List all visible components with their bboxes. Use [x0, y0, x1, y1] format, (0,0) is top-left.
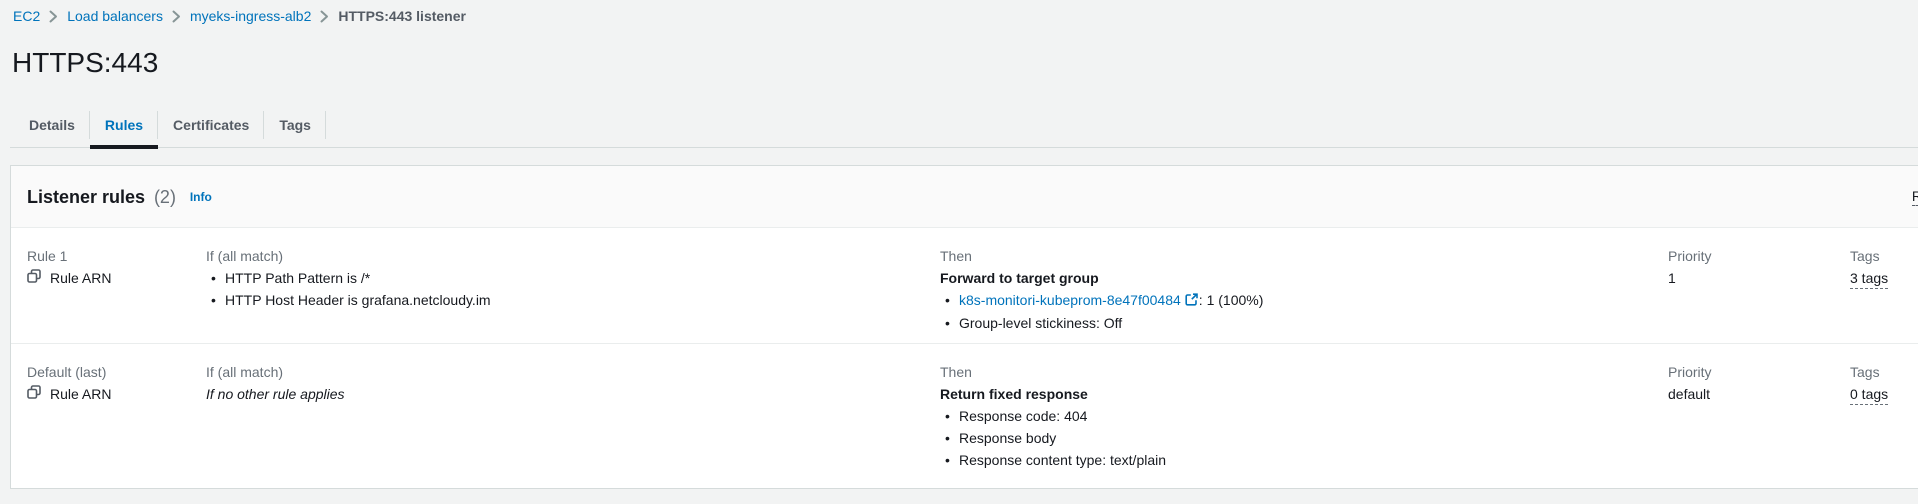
response-item: Response body [940, 427, 1668, 449]
priority-value: default [1668, 386, 1711, 402]
rule-row-default: Default (last) Rule ARN If (all match) I… [11, 344, 1918, 480]
then-label: Then [940, 364, 972, 380]
cutoff-action-button[interactable]: R [1911, 188, 1918, 206]
tab-tags[interactable]: Tags [264, 107, 326, 147]
tags-popover-trigger[interactable]: 3 tags [1850, 269, 1889, 289]
breadcrumb-link-alb[interactable]: myeks-ingress-alb2 [189, 8, 312, 24]
response-item: Response content type: text/plain [940, 449, 1668, 471]
rule-arn-label: Rule ARN [50, 270, 112, 286]
rule-tags-cell: Tags 0 tags [1850, 361, 1918, 471]
rule-tags-cell: Tags 3 tags [1850, 245, 1918, 334]
rule-if-cell: If (all match) HTTP Path Pattern is /* H… [206, 245, 940, 334]
copy-rule-arn-button[interactable]: Rule ARN [27, 267, 206, 289]
breadcrumb: EC2 Load balancers myeks-ingress-alb2 HT… [0, 0, 1918, 24]
rule-name-cell: Default (last) Rule ARN [27, 361, 206, 471]
external-link-icon [1185, 293, 1198, 309]
priority-label: Priority [1668, 248, 1712, 264]
chevron-right-icon [49, 10, 58, 23]
rule-then-cell: Then Return fixed response Response code… [940, 361, 1668, 471]
listener-rules-panel: Listener rules (2) Info R Rule 1 Rule AR… [10, 165, 1918, 489]
priority-label: Priority [1668, 364, 1712, 380]
target-group-weight: : 1 (100%) [1198, 292, 1264, 308]
chevron-right-icon [172, 10, 181, 23]
tab-certificates[interactable]: Certificates [158, 107, 265, 147]
breadcrumb-link-ec2[interactable]: EC2 [13, 8, 41, 24]
response-item: Response code: 404 [940, 405, 1668, 427]
rule-row-1: Rule 1 Rule ARN If (all match) HTTP Path… [11, 228, 1918, 344]
if-label: If (all match) [206, 364, 284, 380]
if-label: If (all match) [206, 248, 284, 264]
rule-priority-cell: Priority default [1668, 361, 1850, 471]
tags-popover-trigger[interactable]: 0 tags [1850, 385, 1889, 405]
tab-rules[interactable]: Rules [89, 107, 159, 149]
tags-label: Tags [1850, 248, 1880, 264]
copy-rule-arn-button[interactable]: Rule ARN [27, 383, 206, 405]
tags-label: Tags [1850, 364, 1880, 380]
rule-name-cell: Rule 1 Rule ARN [27, 245, 206, 334]
condition-item: HTTP Path Pattern is /* [206, 267, 940, 289]
tab-details[interactable]: Details [14, 107, 90, 147]
action-title: Return fixed response [940, 386, 1088, 402]
rule-if-cell: If (all match) If no other rule applies [206, 361, 940, 471]
stickiness-item: Group-level stickiness: Off [940, 312, 1668, 334]
panel-count: (2) [153, 187, 176, 207]
page-title: HTTPS:443 [12, 47, 159, 78]
panel-title: Listener rules [27, 187, 146, 207]
tab-bar: Details Rules Certificates Tags [10, 107, 1918, 149]
chevron-right-icon [320, 10, 329, 23]
condition-item: HTTP Host Header is grafana.netcloudy.im [206, 289, 940, 311]
rule-arn-label: Rule ARN [50, 386, 112, 402]
target-group-item: k8s-monitori-kubeprom-8e47f00484 : 1 (100… [940, 289, 1668, 312]
priority-value: 1 [1668, 270, 1676, 286]
breadcrumb-current: HTTPS:443 listener [338, 8, 466, 24]
rule-name: Default (last) [27, 364, 107, 380]
rule-then-cell: Then Forward to target group k8s-monitor… [940, 245, 1668, 334]
info-link[interactable]: Info [189, 190, 212, 204]
action-title: Forward to target group [940, 270, 1099, 286]
default-condition-note: If no other rule applies [206, 386, 345, 402]
rule-priority-cell: Priority 1 [1668, 245, 1850, 334]
copy-icon [27, 267, 41, 289]
panel-header: Listener rules (2) Info R [11, 166, 1918, 228]
target-group-link[interactable]: k8s-monitori-kubeprom-8e47f00484 [959, 292, 1181, 308]
then-label: Then [940, 248, 972, 264]
breadcrumb-link-load-balancers[interactable]: Load balancers [67, 8, 163, 24]
copy-icon [27, 383, 41, 405]
rule-name: Rule 1 [27, 248, 68, 264]
